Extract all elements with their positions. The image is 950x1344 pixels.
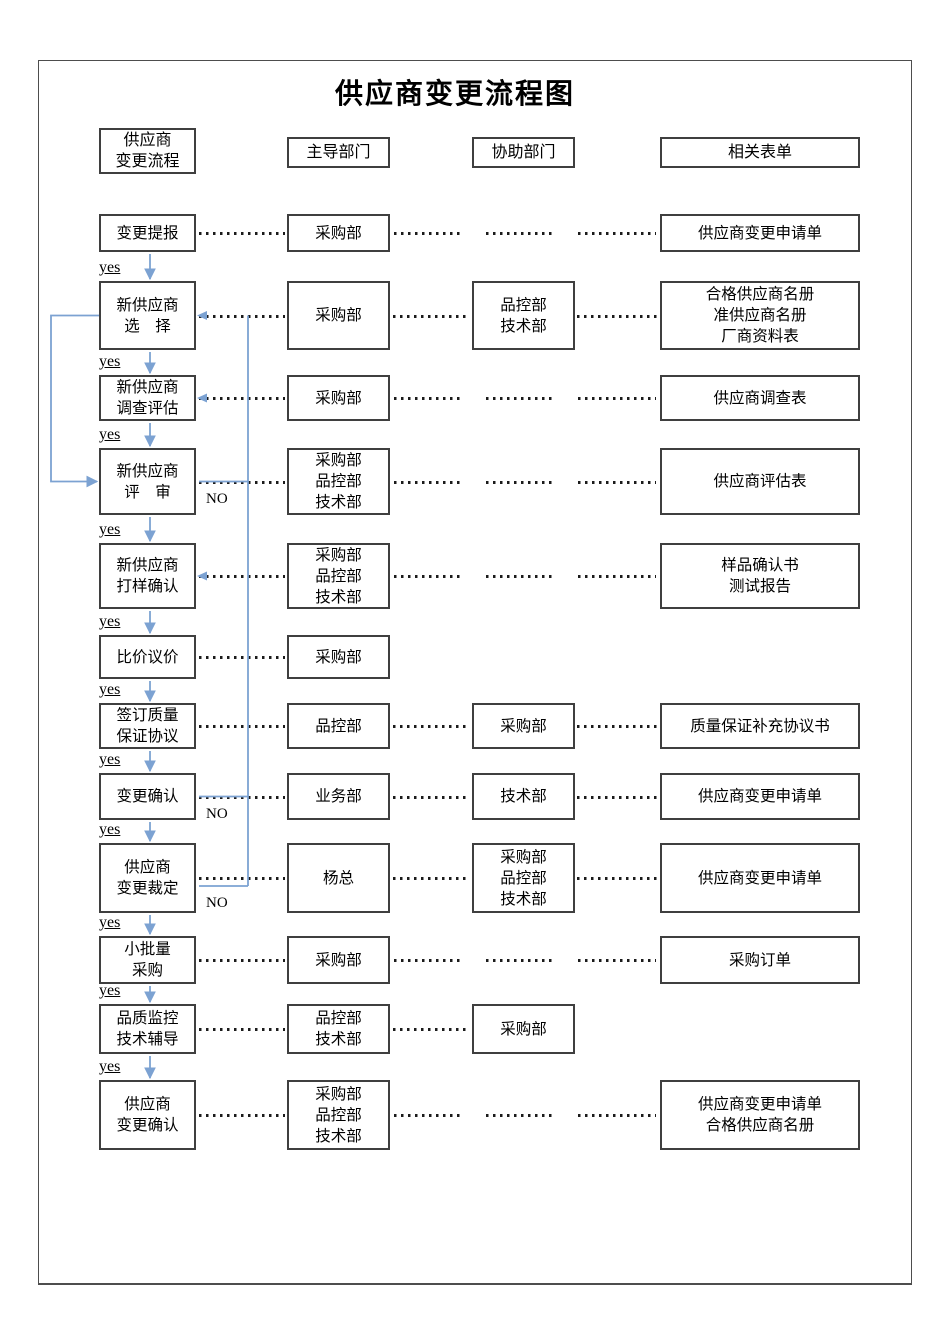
lead-box-change-ruling: 杨总	[287, 843, 390, 913]
header-lead-department: 主导部门	[287, 137, 390, 168]
yes-label: yes	[99, 681, 121, 698]
yes-label: yes	[99, 613, 121, 630]
header-related-forms: 相关表单	[660, 137, 860, 168]
connector-dots	[394, 959, 462, 962]
no-label-change-confirmation: NO	[206, 805, 228, 822]
connector-dots	[486, 959, 554, 962]
page-title: 供应商变更流程图	[334, 79, 575, 110]
step-box-change-ruling: 供应商 变更裁定	[99, 843, 196, 913]
yes-label: yes	[99, 353, 121, 370]
connector-dots	[577, 796, 658, 799]
connector-dots	[578, 232, 656, 235]
connector-dots	[199, 796, 285, 799]
yes-label: yes	[99, 521, 121, 538]
step-box-sample-confirmation: 新供应商 打样确认	[99, 543, 196, 609]
yes-label: yes	[99, 914, 121, 931]
connector-dots	[199, 877, 285, 880]
step-box-change-confirmation: 变更确认	[99, 773, 196, 820]
header-process-column: 供应商 变更流程	[99, 128, 196, 174]
step-box-new-supplier-review: 新供应商 评 审	[99, 448, 196, 515]
forms-box-new-supplier-survey: 供应商调查表	[660, 375, 860, 421]
connector-dots	[578, 397, 656, 400]
step-box-supplier-change-confirm: 供应商 变更确认	[99, 1080, 196, 1150]
lead-box-quality-agreement: 品控部	[287, 703, 390, 749]
yes-label: yes	[99, 821, 121, 838]
connector-dots	[486, 397, 554, 400]
yes-label: yes	[99, 259, 121, 276]
connector-dots	[394, 481, 462, 484]
lead-box-supplier-change-confirm: 采购部 品控部 技术部	[287, 1080, 390, 1150]
assist-box-change-confirmation: 技术部	[472, 773, 575, 820]
forms-box-change-confirmation: 供应商变更申请单	[660, 773, 860, 820]
yes-label: yes	[99, 751, 121, 768]
lead-box-price-negotiation: 采购部	[287, 635, 390, 679]
connector-dots	[393, 1028, 470, 1031]
step-box-new-supplier-survey: 新供应商 调查评估	[99, 375, 196, 421]
forms-box-new-supplier-selection: 合格供应商名册 准供应商名册 厂商资料表	[660, 281, 860, 350]
step-box-quality-monitoring: 品质监控 技术辅导	[99, 1004, 196, 1054]
step-box-quality-agreement: 签订质量 保证协议	[99, 703, 196, 749]
lead-box-new-supplier-review: 采购部 品控部 技术部	[287, 448, 390, 515]
connector-dots	[393, 796, 470, 799]
lead-box-new-supplier-survey: 采购部	[287, 375, 390, 421]
connector-dots	[199, 959, 285, 962]
connector-dots	[394, 397, 462, 400]
assist-box-quality-agreement: 采购部	[472, 703, 575, 749]
yes-label: yes	[99, 1058, 121, 1075]
no-label-new-supplier-review: NO	[206, 490, 228, 507]
assist-box-quality-monitoring: 采购部	[472, 1004, 575, 1054]
yes-label: yes	[99, 426, 121, 443]
lead-box-change-report: 采购部	[287, 214, 390, 252]
connector-dots	[199, 575, 285, 578]
forms-box-quality-agreement: 质量保证补充协议书	[660, 703, 860, 749]
connector-dots	[486, 232, 554, 235]
connector-dots	[199, 232, 285, 235]
connector-dots	[199, 1028, 285, 1031]
forms-box-change-report: 供应商变更申请单	[660, 214, 860, 252]
forms-box-supplier-change-confirm: 供应商变更申请单 合格供应商名册	[660, 1080, 860, 1150]
connector-dots	[199, 315, 285, 318]
connector-dots	[577, 877, 658, 880]
step-box-small-batch-purchase: 小批量 采购	[99, 936, 196, 984]
connector-dots	[578, 575, 656, 578]
connector-dots	[394, 1114, 462, 1117]
connector-dots	[486, 575, 554, 578]
connector-dots	[578, 481, 656, 484]
connector-dots	[577, 315, 658, 318]
connector-dots	[199, 725, 285, 728]
connector-dots	[578, 1114, 656, 1117]
connector-dots	[394, 575, 462, 578]
lead-box-change-confirmation: 业务部	[287, 773, 390, 820]
forms-box-new-supplier-review: 供应商评估表	[660, 448, 860, 515]
assist-box-change-ruling: 采购部 品控部 技术部	[472, 843, 575, 913]
connector-dots	[199, 1114, 285, 1117]
step-box-change-report: 变更提报	[99, 214, 196, 252]
yes-label: yes	[99, 982, 121, 999]
lead-box-small-batch-purchase: 采购部	[287, 936, 390, 984]
lead-box-new-supplier-selection: 采购部	[287, 281, 390, 350]
step-box-new-supplier-selection: 新供应商 选 择	[99, 281, 196, 350]
connector-dots	[578, 959, 656, 962]
lead-box-quality-monitoring: 品控部 技术部	[287, 1004, 390, 1054]
assist-box-new-supplier-selection: 品控部 技术部	[472, 281, 575, 350]
connector-dots	[486, 481, 554, 484]
connector-dots	[486, 1114, 554, 1117]
forms-box-small-batch-purchase: 采购订单	[660, 936, 860, 984]
header-assist-department: 协助部门	[472, 137, 575, 168]
connector-dots	[393, 725, 470, 728]
connector-dots	[199, 397, 285, 400]
connector-dots	[394, 232, 462, 235]
forms-box-change-ruling: 供应商变更申请单	[660, 843, 860, 913]
connector-dots	[199, 481, 285, 484]
connector-dots	[393, 877, 470, 880]
connector-dots	[577, 725, 658, 728]
forms-box-sample-confirmation: 样品确认书 测试报告	[660, 543, 860, 609]
no-label-change-ruling: NO	[206, 895, 228, 911]
step-box-price-negotiation: 比价议价	[99, 635, 196, 679]
connector-dots	[199, 656, 285, 659]
connector-dots	[393, 315, 470, 318]
lead-box-sample-confirmation: 采购部 品控部 技术部	[287, 543, 390, 609]
